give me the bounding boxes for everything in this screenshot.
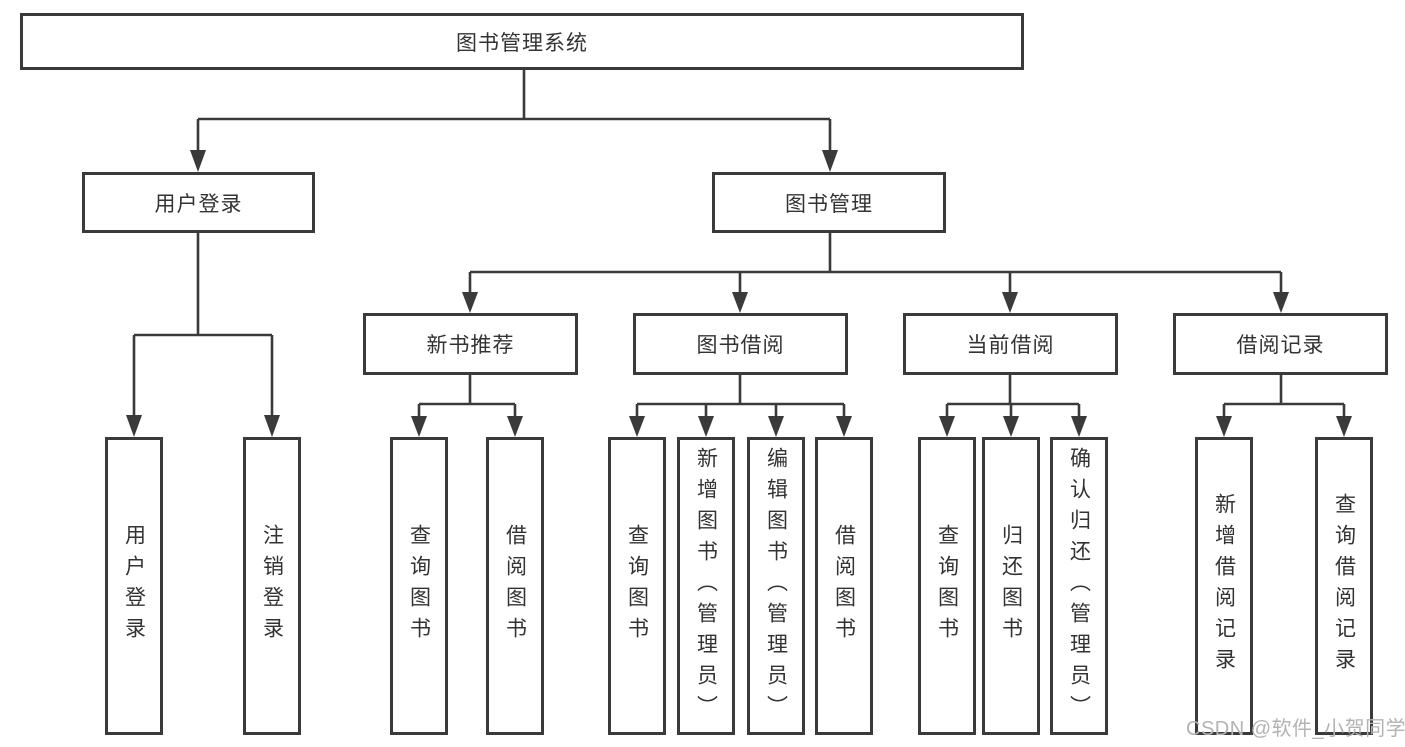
leaf-query-books-current: 查询图书	[918, 437, 976, 735]
node-label: 新增图书（管理员）	[694, 446, 718, 726]
node-label: 编辑图书（管理员）	[764, 446, 788, 726]
connector-borrow-records	[1216, 375, 1352, 437]
node-label: 借阅记录	[1236, 334, 1325, 357]
node-label: 借阅图书	[503, 524, 527, 648]
node-book-management: 图书管理	[712, 172, 946, 233]
leaf-query-books-recommend: 查询图书	[390, 437, 448, 735]
node-label: 确认归还（管理员）	[1067, 446, 1091, 726]
node-label: 图书管理	[785, 192, 873, 216]
connector-book-management-branch	[462, 233, 1289, 313]
node-label: 当前借阅	[966, 334, 1055, 357]
node-label: 查询图书	[625, 524, 649, 648]
connector-root-to-level2	[190, 68, 838, 172]
leaf-user-login: 用户登录	[105, 437, 163, 735]
leaf-logout: 注销登录	[243, 437, 301, 735]
leaf-add-borrow-record: 新增借阅记录	[1195, 437, 1253, 735]
node-book-borrow: 图书借阅	[633, 313, 848, 375]
node-label: 归还图书	[999, 524, 1023, 648]
leaf-return-books: 归还图书	[982, 437, 1040, 735]
leaf-borrow-books: 借阅图书	[815, 437, 873, 735]
leaf-add-book-admin: 新增图书（管理员）	[677, 437, 735, 735]
connector-new-book-recommend	[411, 375, 523, 437]
connector-user-login-branch	[126, 233, 280, 437]
node-label: 新书推荐	[426, 334, 515, 357]
node-label: 图书管理系统	[456, 31, 588, 55]
node-label: 新增借阅记录	[1212, 493, 1236, 679]
node-label: 查询图书	[935, 524, 959, 648]
node-label: 用户登录	[154, 192, 243, 216]
node-borrow-records: 借阅记录	[1173, 313, 1388, 375]
node-label: 查询借阅记录	[1332, 493, 1356, 679]
leaf-query-books-borrow: 查询图书	[608, 437, 666, 735]
node-label: 注销登录	[260, 524, 284, 648]
leaf-confirm-return-admin: 确认归还（管理员）	[1050, 437, 1108, 735]
node-user-login: 用户登录	[82, 172, 315, 233]
leaf-query-borrow-record: 查询借阅记录	[1315, 437, 1373, 735]
leaf-edit-book-admin: 编辑图书（管理员）	[747, 437, 805, 735]
connector-current-borrow	[939, 375, 1087, 437]
node-library-management-system: 图书管理系统	[20, 13, 1024, 70]
node-label: 用户登录	[122, 524, 146, 648]
node-label: 借阅图书	[832, 524, 856, 648]
connector-book-borrow	[629, 375, 852, 437]
node-label: 图书借阅	[696, 334, 785, 357]
node-current-borrow: 当前借阅	[903, 313, 1118, 375]
csdn-watermark: CSDN @软件_小贺同学	[1186, 718, 1405, 740]
leaf-borrow-books-recommend: 借阅图书	[486, 437, 544, 735]
node-label: 查询图书	[407, 524, 431, 648]
node-new-book-recommend: 新书推荐	[363, 313, 578, 375]
